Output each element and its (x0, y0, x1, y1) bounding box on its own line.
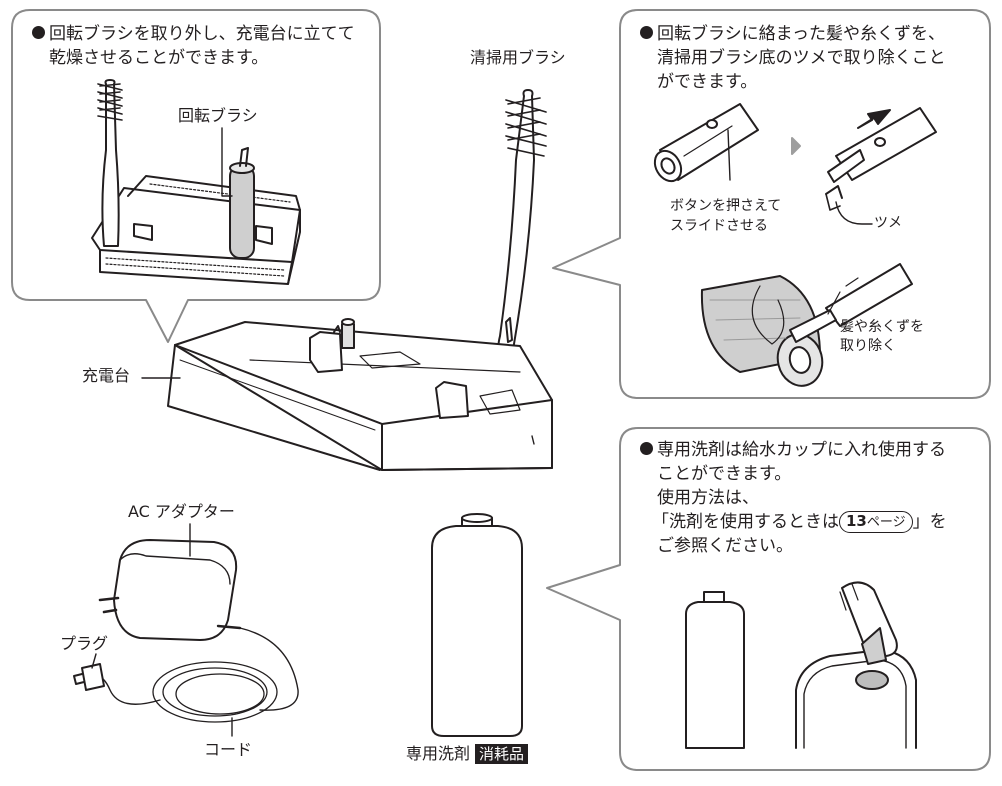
remove-hair-label-line1: 髪や糸くずを (840, 319, 924, 335)
consumable-badge: 消耗品 (475, 744, 529, 764)
charging-stand-label: 充電台 (82, 366, 131, 385)
bullet-icon (32, 26, 45, 39)
bottomright-note-line4-post: 」を (912, 512, 947, 532)
plug-label: プラグ (60, 634, 109, 653)
topleft-note: 回転ブラシを取り外し、充電台に立てて 乾燥させることができます。 (32, 22, 355, 70)
topright-note-line2: 清掃用ブラシ底のツメで取り除くこと (657, 48, 946, 68)
bottomright-note-line5: ご参照ください。 (657, 536, 793, 556)
topleft-note-line1: 回転ブラシを取り外し、充電台に立てて (49, 24, 355, 44)
button-slide-label: ボタンを押さえて スライドさせる (670, 196, 781, 236)
charging-stand-illustration (141, 318, 553, 471)
button-slide-label-line1: ボタンを押さえて (670, 198, 782, 214)
ac-adapter-illustration (73, 523, 299, 737)
remove-hair-label-line2: 取り除く (840, 338, 896, 354)
bullet-icon (640, 442, 653, 455)
callout-bubble-topleft (11, 9, 381, 343)
cleaning-brush-label: 清掃用ブラシ (470, 48, 566, 67)
ac-adapter-label: AC アダプター (128, 502, 235, 521)
claw-label: ツメ (874, 215, 902, 231)
detergent-use-illustration (685, 581, 917, 749)
page-reference-number: 13 (846, 512, 867, 530)
bottomright-note: 専用洗剤は給水カップに入れ使用する ことができます。 使用方法は、 「洗剤を使用… (640, 438, 947, 558)
detergent-bottle-illustration (431, 513, 523, 737)
detergent-label: 専用洗剤消耗品 (406, 744, 529, 764)
bottomright-note-line2: ことができます。 (657, 464, 792, 484)
brush-button-slide-illustration (653, 103, 937, 225)
bottomright-note-line3: 使用方法は、 (657, 488, 759, 508)
topright-note-line1: 回転ブラシに絡まった髪や糸くずを、 (657, 24, 945, 44)
roller-hair-removal-illustration (700, 263, 913, 387)
remove-hair-label: 髪や糸くずを 取り除く (840, 318, 924, 356)
bottomright-note-line1: 専用洗剤は給水カップに入れ使用する (657, 440, 946, 460)
topleft-note-line2: 乾燥させることができます。 (49, 48, 269, 68)
callout-bubble-topright (552, 9, 991, 399)
cord-label: コード (204, 740, 253, 759)
topright-note-line3: ができます。 (657, 72, 758, 92)
button-slide-label-line2: スライドさせる (670, 218, 768, 234)
callout-bubble-bottomright (546, 427, 991, 771)
page-reference-badge: 13ページ (839, 511, 913, 533)
cleaning-brush-illustration (497, 89, 547, 358)
bottomright-note-line4-pre: 「洗剤を使用するときは (652, 512, 839, 532)
stand-with-brushes-illustration (91, 79, 301, 285)
detergent-name: 専用洗剤 (406, 744, 471, 763)
bullet-icon (640, 26, 653, 39)
rotating-brush-label: 回転ブラシ (178, 106, 258, 125)
page-reference-suffix: ページ (866, 515, 906, 530)
topright-note: 回転ブラシに絡まった髪や糸くずを、 清掃用ブラシ底のツメで取り除くこと ができま… (640, 22, 946, 94)
